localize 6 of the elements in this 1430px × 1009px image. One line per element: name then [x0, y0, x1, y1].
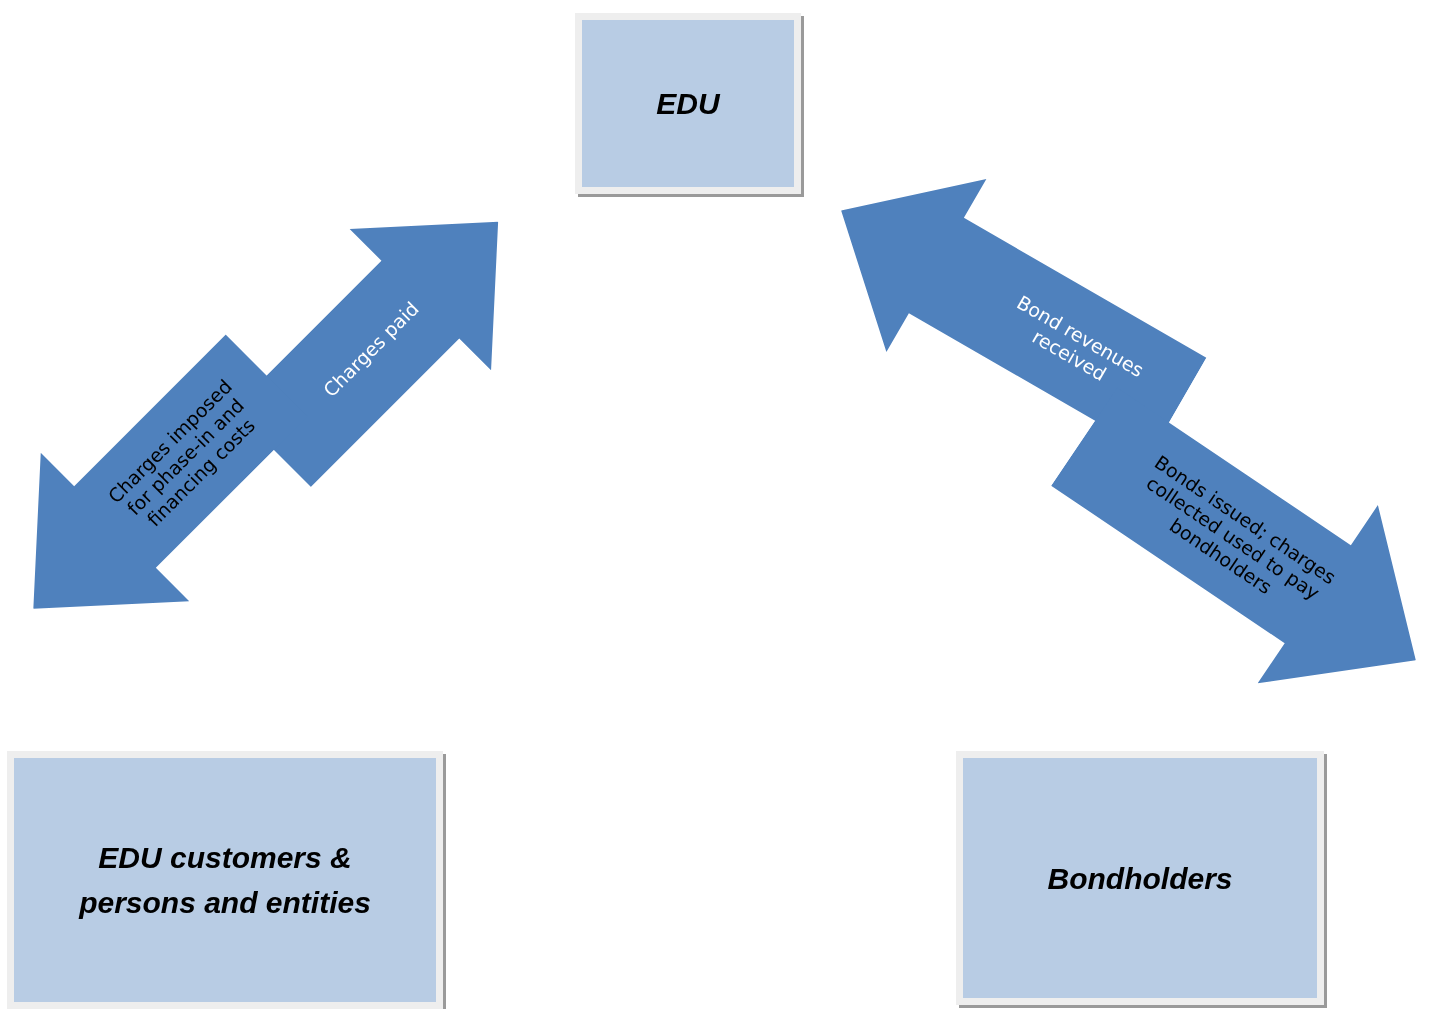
box-label: EDU [656, 86, 720, 122]
entity-box [575, 13, 801, 194]
entity-box [7, 751, 443, 1009]
box-label: Bondholders [1047, 860, 1233, 897]
box-label: EDU customers & persons and entities [78, 840, 372, 921]
entity-box [956, 751, 1324, 1005]
